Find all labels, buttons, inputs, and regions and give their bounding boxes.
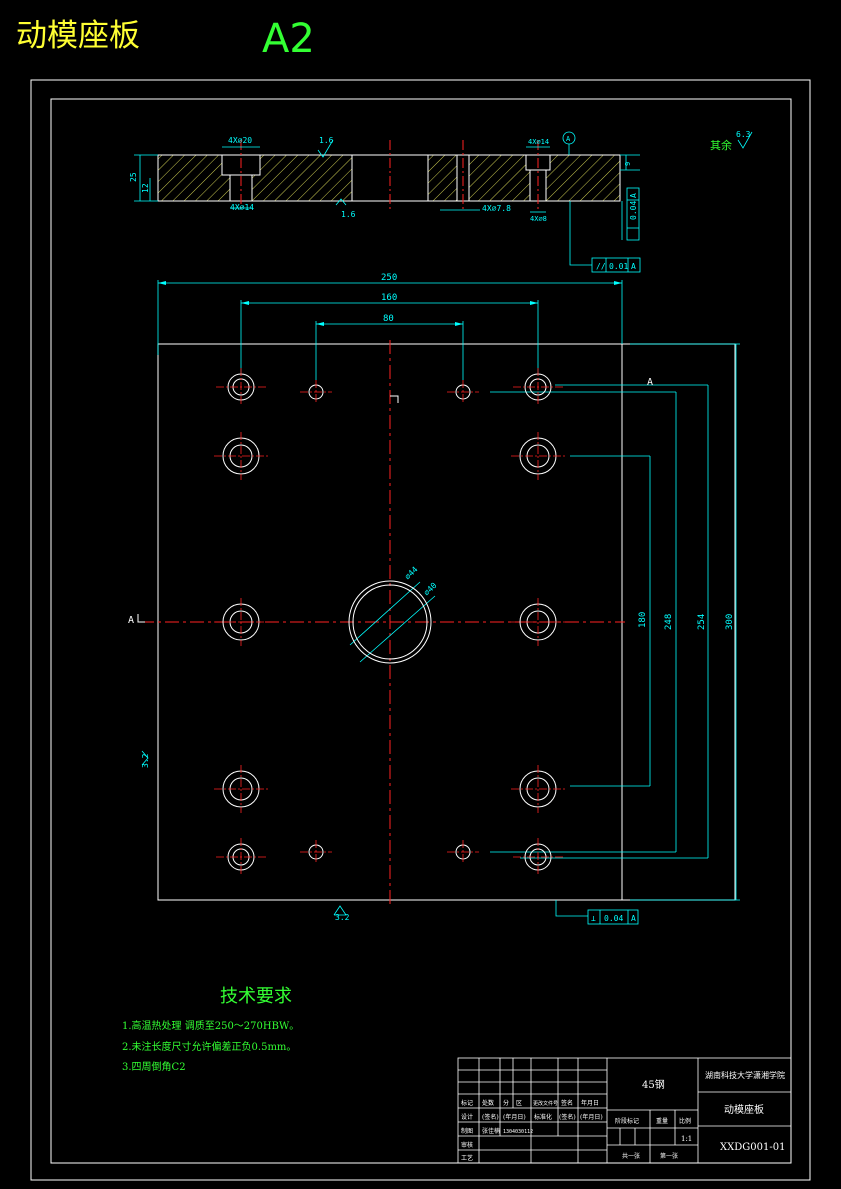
- design-sign-2: (签名): [559, 1113, 576, 1121]
- design-sign: (签名): [482, 1113, 499, 1121]
- dim-254: 254: [697, 614, 707, 630]
- tol-plan-symbol: ⊥: [591, 914, 596, 923]
- drawing-title: 动模座板: [16, 18, 140, 54]
- tech-heading: 技术要求: [220, 986, 292, 1007]
- weight-label: 重量: [656, 1117, 668, 1125]
- hdr-fen: 分: [503, 1099, 509, 1107]
- callout-counterbore-bottom: 4X⌀14: [230, 203, 254, 212]
- row-label-design: 设计: [461, 1113, 473, 1121]
- section-label-left: A: [128, 615, 134, 626]
- tol-perpendicular-datum: A: [629, 193, 638, 198]
- scale-value: 1:1: [681, 1135, 692, 1143]
- tol-perpendicular-value: 0.04: [629, 201, 638, 220]
- hdr-sign: 签名: [561, 1099, 573, 1107]
- dim-250: 250: [381, 273, 397, 283]
- design-standard: 标准化: [534, 1113, 552, 1121]
- outer-frame: [30, 79, 811, 1181]
- sheets-total: 共一张: [622, 1152, 640, 1160]
- school-name: 湖南科技大学潇湘学院: [705, 1070, 785, 1080]
- dim-thickness-base: 12: [141, 183, 150, 193]
- tol-plan-datum: A: [631, 914, 636, 923]
- dia-44: ⌀44: [403, 565, 420, 582]
- tech-item-3: 3.四周倒角C2: [122, 1061, 186, 1073]
- design-date: (年月日): [503, 1113, 526, 1121]
- roughness-other-label: 其余: [710, 138, 732, 152]
- tol-parallel-symbol: //: [596, 262, 606, 271]
- sheet-number: 第一张: [660, 1152, 678, 1160]
- roughness-top: 1.6: [319, 136, 334, 145]
- hdr-change-file: 更改文件号: [533, 1100, 558, 1107]
- row-label-draw: 制图: [461, 1127, 473, 1135]
- title-block-text: 45钢 湖南科技大学潇湘学院 动模座板 XXDG001-01 1:1 阶段标记 …: [461, 1070, 785, 1162]
- hdr-count: 处数: [482, 1099, 494, 1107]
- callout-hole-bottom-right: 4X⌀8: [530, 215, 547, 223]
- roughness-bottom: 1.6: [341, 210, 356, 219]
- hdr-qu: 区: [516, 1100, 522, 1107]
- scale-label: 比例: [679, 1117, 691, 1125]
- dim-80: 80: [383, 314, 394, 324]
- dia-40: ⌀40: [422, 581, 439, 598]
- section-label-right: A: [647, 377, 653, 388]
- callout-hole-top-right: 4X⌀14: [528, 138, 549, 146]
- part-name: 动模座板: [724, 1103, 764, 1116]
- title-block: [457, 1057, 792, 1164]
- tol-parallel-datum: A: [631, 262, 636, 271]
- material: 45钢: [642, 1078, 665, 1091]
- drafter-name: 张佳楠: [482, 1127, 500, 1135]
- callout-counterbore-top: 4X⌀20: [228, 136, 252, 145]
- dim-248: 248: [664, 614, 674, 630]
- stage-label: 阶段标记: [615, 1117, 639, 1125]
- dim-top-right-small: 9: [624, 162, 632, 166]
- row-label-review: 审核: [461, 1141, 473, 1149]
- row-label-mark: 标记: [461, 1099, 473, 1107]
- dim-thickness-total: 25: [129, 172, 138, 182]
- drawing-number: XXDG001-01: [720, 1142, 785, 1153]
- roughness-other-value: 6.3: [736, 130, 751, 139]
- dim-180: 180: [638, 612, 648, 628]
- design-date-2: (年月日): [580, 1113, 603, 1121]
- tech-item-1: 1.高温热处理 调质至250～270HBW。: [122, 1019, 299, 1032]
- row-label-process: 工艺: [461, 1154, 473, 1162]
- hdr-date: 年月日: [581, 1099, 599, 1107]
- dim-300: 300: [725, 614, 735, 630]
- inner-frame: [50, 98, 792, 1164]
- tech-requirements: 技术要求 1.高温热处理 调质至250～270HBW。 2.未注长度尺寸允许偏差…: [122, 986, 299, 1073]
- dim-160: 160: [381, 293, 397, 303]
- callout-hole-mid: 4X⌀7.8: [482, 204, 511, 213]
- roughness-bottom-plan: 3.2: [335, 913, 350, 922]
- drafter-id: 1304030112: [503, 1129, 533, 1135]
- paper-size: A2: [262, 16, 315, 62]
- tol-parallel-value: 0.01: [609, 262, 628, 271]
- datum-label: A: [566, 135, 571, 143]
- plan-view: 250 160 80 180 248 254 300 ⌀44 ⌀40 A A 3…: [128, 273, 740, 925]
- tol-plan-value: 0.04: [604, 914, 623, 923]
- section-view: 4X⌀20 4X⌀14 4X⌀14 4X⌀8 4X⌀7.8 25 12 9 A …: [129, 130, 753, 273]
- tech-item-2: 2.未注长度尺寸允许偏差正负0.5mm。: [122, 1040, 296, 1053]
- roughness-left: 3.2: [141, 753, 150, 768]
